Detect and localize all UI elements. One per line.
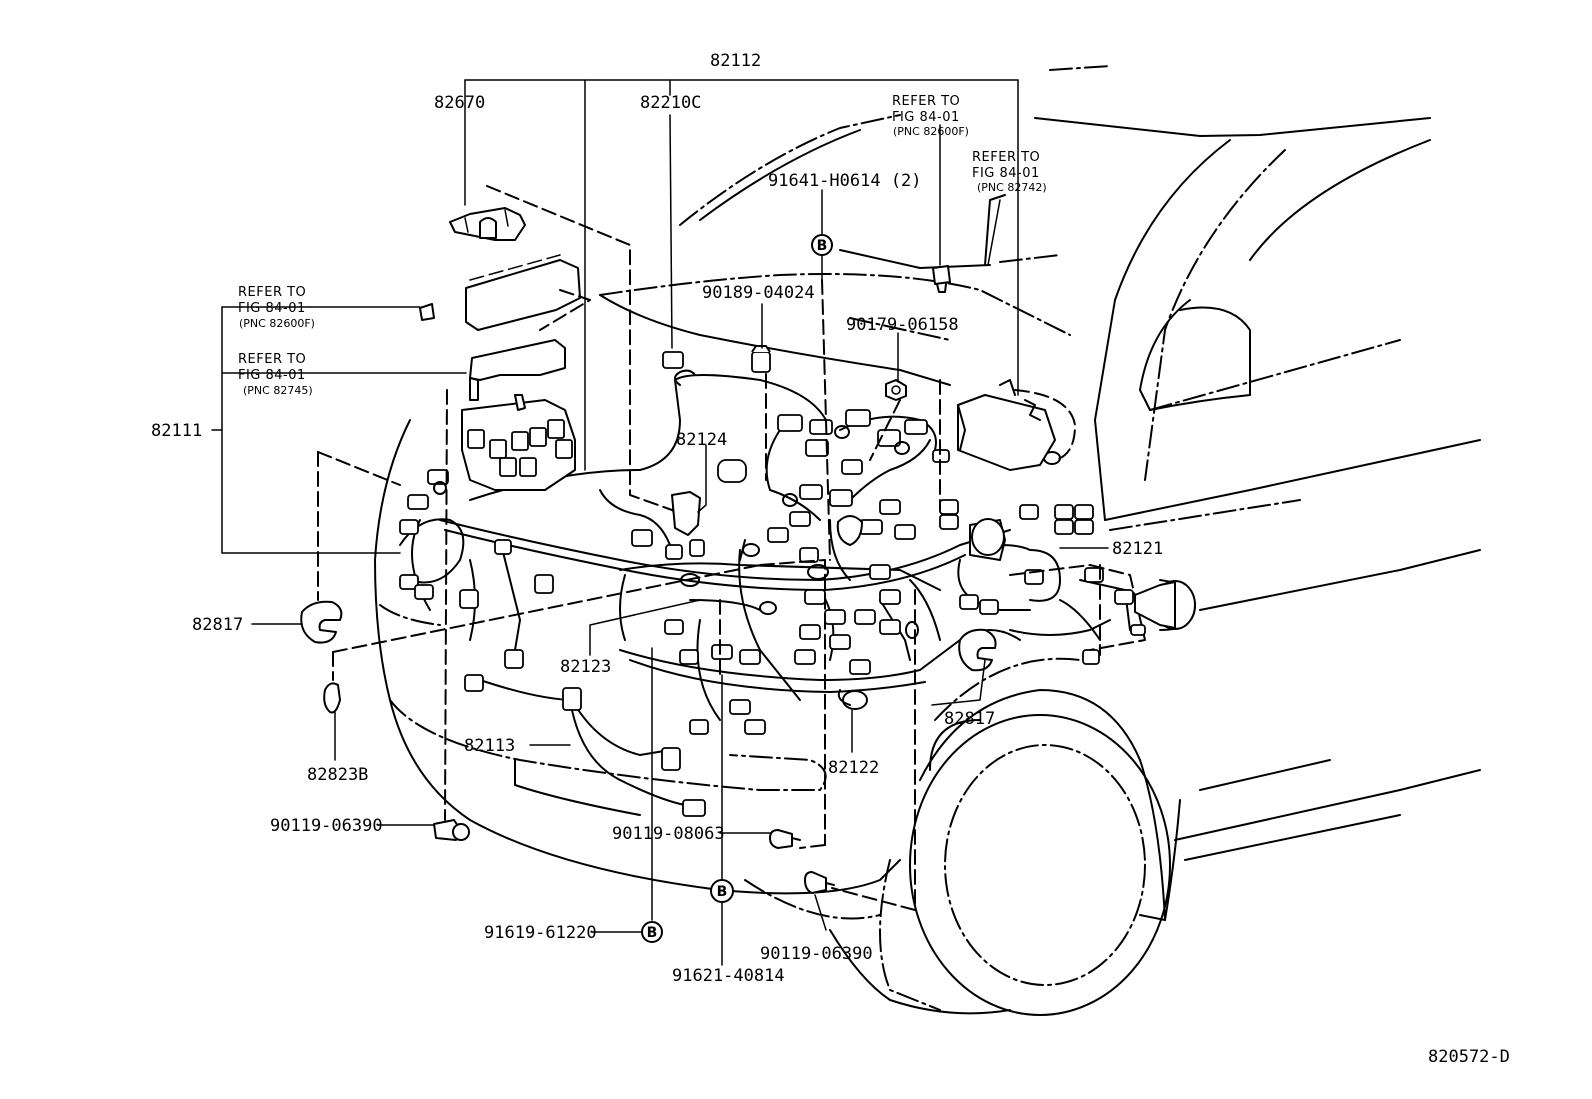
callout-91619-61220: 91619-61220 [484, 923, 597, 943]
drawing-number: 820572-D [1428, 1047, 1510, 1067]
leader-lines [211, 79, 1109, 966]
callout-82111: 82111 [151, 421, 202, 441]
marker-b-left-label: B [647, 925, 658, 941]
callout-82823b: 82823B [307, 765, 368, 785]
callout-82210c: 82210C [640, 93, 701, 113]
marker-b-bottom-center: B [710, 879, 734, 903]
refer-note-3-line2: FIG 84-01 [238, 301, 306, 316]
callout-82112: 82112 [710, 51, 761, 71]
callout-82817-right: 82817 [944, 709, 995, 729]
refer-note-2-line2: FIG 84-01 [972, 166, 1040, 181]
callout-90179-06158: 90179-06158 [846, 315, 959, 335]
marker-b-bottom-left: B [641, 921, 663, 943]
callout-82121: 82121 [1112, 539, 1163, 559]
vehicle-body-outline [374, 65, 1481, 1016]
refer-note-82742: REFER TO FIG 84-01 (PNC 82742) [972, 150, 1047, 194]
callout-82123: 82123 [560, 657, 611, 677]
harness-connectors [399, 345, 1196, 817]
callout-90119-06390-left: 90119-06390 [270, 816, 383, 836]
callout-90189-04024: 90189-04024 [702, 283, 815, 303]
refer-note-4-line3: (PNC 82745) [243, 384, 313, 397]
relay-block [449, 207, 581, 491]
refer-note-4-line2: FIG 84-01 [238, 368, 306, 383]
callout-90119-06390-right: 90119-06390 [760, 944, 873, 964]
fasteners [300, 265, 997, 894]
refer-note-2-line3: (PNC 82742) [977, 181, 1047, 194]
refer-note-1-line2: FIG 84-01 [892, 110, 960, 125]
marker-b-top-label: B [817, 238, 828, 254]
callout-82670: 82670 [434, 93, 485, 113]
marker-b-top: B [811, 234, 833, 256]
refer-note-2-line1: REFER TO [972, 150, 1040, 165]
callout-91621-40814: 91621-40814 [672, 966, 785, 986]
refer-note-1-line1: REFER TO [892, 94, 960, 109]
part-callouts: 82112 82670 82210C 82111 82124 82121 828… [151, 51, 1163, 986]
refer-note-1-line3: (PNC 82600F) [893, 125, 969, 138]
refer-note-3-line1: REFER TO [238, 285, 306, 300]
ecu-box [957, 379, 1076, 471]
refer-note-4-line1: REFER TO [238, 352, 306, 367]
callout-90119-08063: 90119-08063 [612, 824, 725, 844]
marker-b-center-label: B [717, 884, 728, 900]
refer-note-82745: REFER TO FIG 84-01 (PNC 82745) [238, 352, 313, 397]
callout-91641-h0614: 91641-H0614 (2) [768, 171, 922, 191]
refer-note-82600f-left: REFER TO FIG 84-01 (PNC 82600F) [238, 285, 315, 330]
refer-note-82600f-top: REFER TO FIG 84-01 (PNC 82600F) [892, 94, 969, 138]
callout-82124: 82124 [676, 430, 727, 450]
refer-note-3-line3: (PNC 82600F) [239, 317, 315, 330]
callout-82122: 82122 [828, 758, 879, 778]
callout-82817-left: 82817 [192, 615, 243, 635]
callout-82113: 82113 [464, 736, 515, 756]
